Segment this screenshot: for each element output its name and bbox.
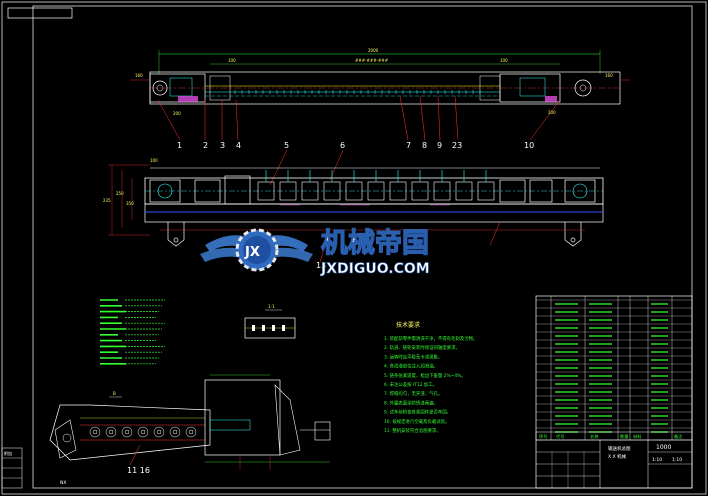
technical-requirements: 技术要求 1. 装配前零件需清洗干净，不得有毛刺及污物。 2. 轨道、链轮安装时保… bbox=[384, 321, 477, 434]
watermark-logo: JX 机械帝国 JXDIGUO.COM bbox=[200, 226, 430, 277]
svg-text:100: 100 bbox=[500, 58, 508, 63]
svg-text:附加: 附加 bbox=[4, 450, 12, 456]
svg-text:2: 2 bbox=[203, 141, 208, 150]
side-dim-3: 350 bbox=[126, 201, 134, 206]
svg-text:200: 200 bbox=[548, 110, 556, 115]
side-dim-2: 250 bbox=[116, 191, 124, 196]
svg-text:材料: 材料 bbox=[633, 433, 642, 440]
svg-text:200: 200 bbox=[173, 111, 181, 116]
svg-text:7: 7 bbox=[406, 141, 411, 150]
side-dim-1: 235 bbox=[103, 198, 111, 203]
svg-text:23: 23 bbox=[452, 141, 462, 150]
requirement-note: 5. 链条张紧适度，松边下垂量 2%~4%。 bbox=[384, 372, 466, 379]
requirement-note: 6. 未注公差按 IT12 加工。 bbox=[384, 381, 437, 388]
svg-text:10: 10 bbox=[524, 141, 534, 150]
svg-text:4: 4 bbox=[236, 141, 241, 150]
callout-11-16: 11 16 bbox=[127, 466, 150, 475]
watermark-domain: JXDIGUO.COM bbox=[320, 261, 430, 277]
plan-view: 2000 ###-###-### 100 100 160 160 bbox=[130, 48, 630, 141]
scale: 1:10 bbox=[652, 457, 662, 463]
part-callouts: 1 2 3 4 5 6 7 8 9 23 10 bbox=[177, 141, 534, 150]
svg-text:9: 9 bbox=[437, 141, 442, 150]
detail-view-b: B 11 16 bbox=[49, 374, 331, 475]
requirement-note: 2. 轨道、链轮安装时保证同轴度要求。 bbox=[384, 344, 460, 351]
logo-letters: JX bbox=[244, 245, 260, 260]
svg-text:NX: NX bbox=[60, 480, 66, 486]
requirement-note: 10. 按规定进行空载及负载试验。 bbox=[384, 418, 449, 425]
section-mark: 1-1 bbox=[268, 304, 275, 309]
title-line-2: X X 机械 bbox=[608, 453, 627, 460]
left-corner-stamp: 附加 bbox=[1, 447, 23, 489]
svg-text:8: 8 bbox=[422, 141, 427, 150]
side-dim-4: 100 bbox=[150, 158, 158, 163]
gear-wing-icon bbox=[200, 228, 313, 272]
svg-text:代号: 代号 bbox=[556, 433, 564, 440]
svg-text:数量: 数量 bbox=[620, 433, 628, 440]
svg-text:100: 100 bbox=[228, 58, 236, 63]
parts-notes-green bbox=[100, 299, 165, 365]
sheet: 1:10 bbox=[672, 457, 682, 463]
svg-text:5: 5 bbox=[284, 141, 289, 150]
notes-title: 技术要求 bbox=[396, 321, 420, 329]
svg-text:6: 6 bbox=[340, 141, 345, 150]
svg-text:160: 160 bbox=[135, 73, 143, 78]
svg-text:序号: 序号 bbox=[539, 433, 547, 440]
requirement-note: 4. 各润滑部位注入润滑油。 bbox=[384, 363, 438, 370]
requirement-note: 9. 试车前检查各紧固件是否牢固。 bbox=[384, 409, 451, 416]
title-block: 序号 代号 名称 数量 材料 备注 输送机总图 X X 机械 1000 1:10… bbox=[535, 295, 693, 489]
requirement-note: 3. 运转时应平稳无卡滞现象。 bbox=[384, 353, 442, 360]
requirement-note: 7. 焊缝均匀，无夹渣、气孔。 bbox=[384, 390, 442, 397]
svg-text:3: 3 bbox=[220, 141, 225, 150]
view-mark-b: B bbox=[113, 391, 116, 396]
title-line-1: 输送机总图 bbox=[608, 445, 631, 452]
svg-text:名称: 名称 bbox=[590, 433, 598, 440]
watermark-cn: 机械帝国 bbox=[321, 227, 429, 259]
drawing-number: 1000 bbox=[656, 444, 671, 451]
section-1-1: 1-1 bbox=[244, 304, 296, 339]
elevation-view: 235 250 350 100 bbox=[103, 149, 604, 270]
requirement-note: 8. 外露表面涂防锈漆两遍。 bbox=[384, 399, 438, 406]
overall-dim: 2000 bbox=[368, 48, 379, 53]
svg-text:1: 1 bbox=[177, 141, 182, 150]
center-dim: ###-###-### bbox=[355, 58, 389, 63]
svg-text:备注: 备注 bbox=[674, 433, 683, 440]
requirement-note: 1. 装配前零件需清洗干净，不得有毛刺及污物。 bbox=[384, 335, 477, 342]
requirement-note: 11. 整机安装符合总图要求。 bbox=[384, 427, 441, 434]
svg-text:160: 160 bbox=[605, 73, 613, 78]
callout-13: 13 bbox=[316, 261, 326, 270]
